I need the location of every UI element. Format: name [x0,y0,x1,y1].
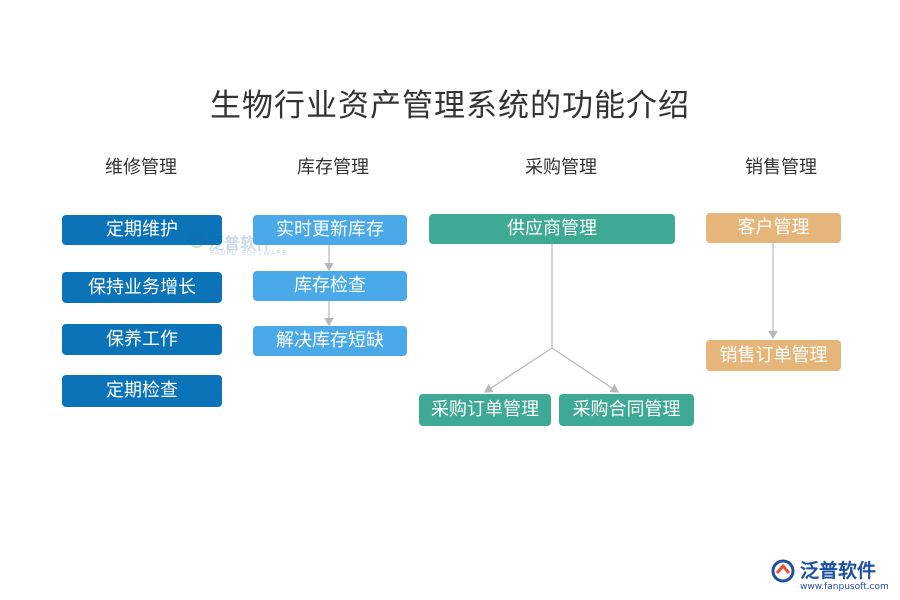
brand-logo-icon [771,559,795,583]
inventory-item: 解决库存短缺 [253,326,407,356]
procurement-root: 供应商管理 [429,214,675,244]
inventory-item: 库存检查 [253,271,407,301]
procurement-child: 采购订单管理 [419,394,551,426]
column-header-inventory: 库存管理 [297,157,369,178]
brand-url: www.fanpusoft.com [800,582,889,592]
maintenance-item: 保养工作 [62,324,222,355]
brand-name: 泛普软件 [800,560,877,582]
arrow-procurement-left [483,347,553,393]
watermark-logo-icon [189,232,205,248]
maintenance-item: 定期维护 [62,215,222,245]
column-header-sales: 销售管理 [745,157,817,178]
page-title: 生物行业资产管理系统的功能介绍 [210,88,690,124]
sales-item: 客户管理 [706,213,841,243]
column-header-procurement: 采购管理 [525,157,597,178]
procurement-child: 采购合同管理 [559,394,694,426]
brand-logo: 泛普软件 www.fanpusoft.com [770,556,895,596]
watermark-subtext: FANPU SOFTWARE [210,249,288,257]
column-header-maintenance: 维修管理 [105,157,177,178]
maintenance-item: 保持业务增长 [62,272,222,303]
sales-item: 销售订单管理 [706,340,841,371]
maintenance-item: 定期检查 [62,375,222,407]
inventory-item: 实时更新库存 [253,215,407,245]
arrow-procurement-right [551,347,619,393]
